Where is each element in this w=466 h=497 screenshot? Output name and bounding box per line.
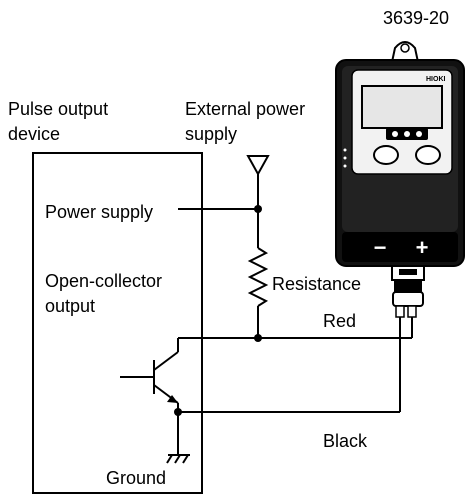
brand-label: HIOKI [426, 76, 446, 83]
external-power-label-line2: supply [185, 124, 237, 144]
data-logger-device: HIOKI − + [335, 41, 465, 318]
open-collector-label-line1: Open-collector [45, 271, 162, 291]
model-label: 3639-20 [383, 8, 449, 28]
resistance-label: Resistance [272, 274, 361, 294]
circuit-wires [120, 174, 413, 455]
junction-dot [254, 205, 262, 213]
ground-icon [166, 454, 190, 464]
junction-dot [254, 334, 262, 342]
red-wire-label: Red [323, 311, 356, 331]
minus-terminal-label: − [374, 235, 387, 260]
pulse-output-device-box [32, 152, 203, 494]
logger-right-button [415, 145, 441, 165]
ground-label: Ground [106, 468, 166, 488]
black-wire-label: Black [323, 431, 368, 451]
logger-left-button [373, 145, 399, 165]
junction-dot [174, 408, 182, 416]
supply-terminal-symbol [246, 155, 270, 177]
logger-screen [361, 85, 443, 129]
device-title-line1: Pulse output [8, 99, 108, 119]
power-supply-label: Power supply [45, 202, 153, 222]
device-title-line2: device [8, 124, 60, 144]
plus-terminal-label: + [416, 235, 429, 260]
open-collector-label-line2: output [45, 296, 95, 316]
emitter-arrow-icon [167, 395, 178, 403]
external-power-label-line1: External power [185, 99, 305, 119]
